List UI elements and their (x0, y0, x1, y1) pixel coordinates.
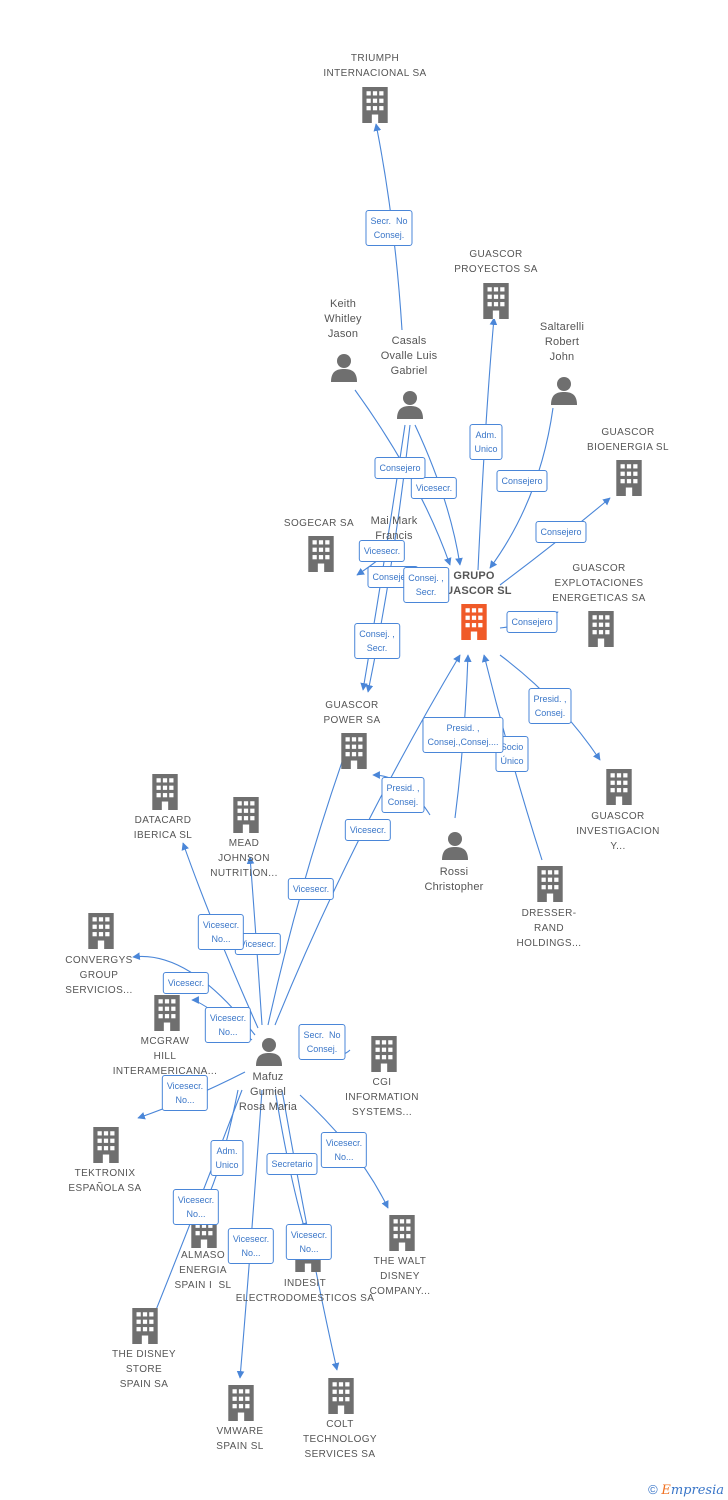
building-icon (359, 87, 391, 123)
building-icon (338, 733, 370, 769)
footer-brand[interactable]: © Empresia (648, 1482, 724, 1498)
person-label: Keith Whitley Jason (324, 298, 362, 340)
edge-label[interactable]: Vicesecr. (344, 819, 392, 841)
company-label: CGI INFORMATION SYSTEMS... (345, 1077, 419, 1118)
edge-label[interactable]: Vicesecr. No... (172, 1189, 220, 1225)
edge-label[interactable]: Consejero (506, 611, 558, 633)
person-label: Mafuz Gumiel Rosa Maria (238, 1071, 298, 1113)
building-icon (386, 1215, 418, 1251)
building-icon (325, 1378, 357, 1414)
company-label: TEKTRONIX ESPAÑOLA SA (68, 1168, 142, 1194)
building-icon (480, 283, 512, 319)
building-icon (129, 1308, 161, 1344)
person-label: Mai Mark Francis (370, 515, 418, 542)
company-label: TRIUMPH INTERNACIONAL SA (323, 53, 427, 79)
person-icon (329, 352, 359, 382)
company-label: COLT TECHNOLOGY SERVICES SA (302, 1419, 378, 1460)
edge-label[interactable]: Secr. No Consej. (298, 1024, 346, 1060)
building-icon (149, 774, 181, 810)
person-icon (254, 1036, 284, 1066)
building-icon (603, 769, 635, 805)
building-icon (85, 913, 117, 949)
company-label: MCGRAW HILL INTERAMERICANA... (112, 1036, 218, 1077)
company-label: SOGECAR SA (283, 518, 355, 529)
person-icon (549, 375, 579, 405)
company-label: DRESSER- RAND HOLDINGS... (516, 908, 582, 949)
person-label: Rossi Christopher (424, 866, 484, 893)
company-label: GUASCOR POWER SA (323, 700, 381, 726)
company-label: THE WALT DISNEY COMPANY... (369, 1256, 431, 1297)
company-label: THE DISNEY STORE SPAIN SA (111, 1349, 177, 1390)
building-icon (534, 866, 566, 902)
company-label: GUASCOR EXPLOTACIONES ENERGETICAS SA (552, 563, 646, 604)
building-icon (90, 1127, 122, 1163)
company-label: GUASCOR INVESTIGACION Y... (576, 811, 660, 852)
copyright-symbol: © (648, 1482, 658, 1497)
main-company-label: GRUPO GUASCOR SL (436, 570, 512, 597)
company-label: GUASCOR BIOENERGIA SL (587, 427, 669, 453)
edge-label[interactable]: Socio Único (495, 736, 529, 772)
edge-label[interactable]: Consejero (374, 457, 426, 479)
edge-label[interactable]: Secretario (266, 1153, 318, 1175)
building-icon (305, 536, 337, 572)
edge-label[interactable]: Vicesecr. (410, 477, 458, 499)
edge-label[interactable]: Vicesecr. No... (197, 914, 245, 950)
edge-label[interactable]: Vicesecr. No... (227, 1228, 275, 1264)
edge-label[interactable]: Consejero (535, 521, 587, 543)
edge-label[interactable]: Consejero (496, 470, 548, 492)
edge-label[interactable]: Presid. , Consej. (381, 777, 425, 813)
edge-label[interactable]: Vicesecr. No... (285, 1224, 333, 1260)
building-icon (613, 460, 645, 496)
building-icon (151, 995, 183, 1031)
edge-label[interactable]: Adm. Unico (469, 424, 503, 460)
edge-label[interactable]: Consej. , Secr. (354, 623, 400, 659)
company-label: CONVERGYS GROUP SERVICIOS... (65, 955, 133, 996)
person-icon (440, 830, 470, 860)
building-icon (368, 1036, 400, 1072)
edge-label[interactable]: Vicesecr. (358, 540, 406, 562)
building-icon (585, 611, 617, 647)
brand-logo: Empresia (661, 1483, 724, 1498)
person-label: Saltarelli Robert John (539, 321, 585, 363)
edge-label[interactable]: Adm. Unico (210, 1140, 244, 1176)
company-label: ALMASO ENERGIA SPAIN I SL (174, 1250, 232, 1291)
edge-label[interactable]: Vicesecr. No... (320, 1132, 368, 1168)
edge-label[interactable]: Presid. , Consej.,Consej.... (422, 717, 504, 753)
building-icon (458, 604, 490, 640)
building-icon (230, 797, 262, 833)
edge-label[interactable]: Vicesecr. No... (204, 1007, 252, 1043)
person-label: Casals Ovalle Luis Gabriel (380, 335, 438, 377)
company-label: INDESIT ELECTRODOMESTICOS SA (235, 1278, 375, 1304)
edge-label[interactable]: Presid. , Consej. (528, 688, 572, 724)
building-icon (225, 1385, 257, 1421)
company-label: GUASCOR PROYECTOS SA (454, 249, 538, 275)
company-label: VMWARE SPAIN SL (216, 1426, 264, 1452)
edge-label[interactable]: Vicesecr. (287, 878, 335, 900)
edge-label[interactable]: Vicesecr. No... (161, 1075, 209, 1111)
company-label: MEAD JOHNSON NUTRITION... (210, 838, 278, 879)
person-icon (395, 389, 425, 419)
edge-label[interactable]: Consej. , Secr. (403, 567, 449, 603)
company-label: DATACARD IBERICA SL (133, 815, 193, 841)
edge-label[interactable]: Secr. No Consej. (365, 210, 413, 246)
edge-label[interactable]: Vicesecr. (162, 972, 210, 994)
